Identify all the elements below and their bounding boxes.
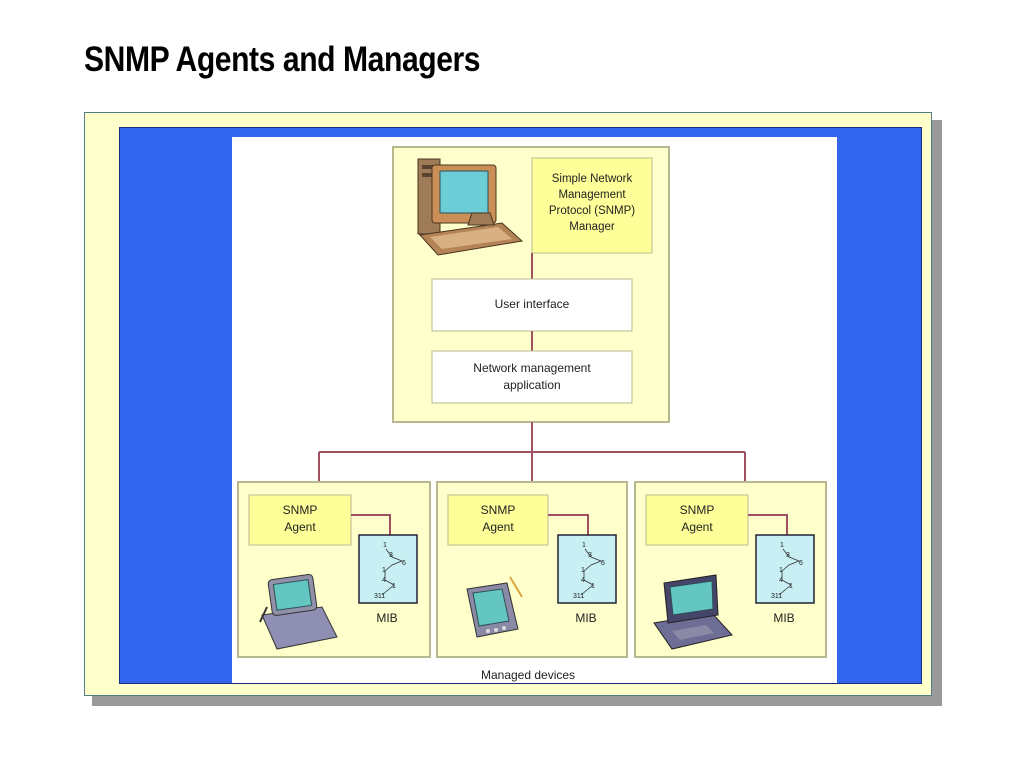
mib-3-icon: 1 3 6 1 4 1 311 bbox=[755, 534, 815, 604]
agent-2-line-2: Agent bbox=[482, 520, 514, 534]
svg-text:1: 1 bbox=[582, 542, 586, 549]
agent-1-line-2: Agent bbox=[284, 520, 316, 534]
agent-3-line-2: Agent bbox=[681, 520, 713, 534]
svg-text:1: 1 bbox=[780, 542, 784, 549]
mib-2-label: MIB bbox=[575, 611, 596, 625]
svg-text:4: 4 bbox=[581, 577, 585, 584]
svg-text:6: 6 bbox=[799, 560, 803, 567]
snmp-diagram: Simple Network Management Protocol (SNMP… bbox=[237, 146, 827, 682]
diagram-canvas: Simple Network Management Protocol (SNMP… bbox=[232, 137, 837, 683]
svg-text:4: 4 bbox=[779, 577, 783, 584]
user-interface-label: User interface bbox=[495, 297, 570, 311]
managed-device-3: SNMP Agent 1 3 6 1 4 1 311 MIB bbox=[634, 481, 827, 658]
svg-text:311: 311 bbox=[374, 593, 385, 600]
svg-text:1: 1 bbox=[789, 583, 793, 590]
nm-application-line-1: Network management bbox=[473, 361, 591, 375]
manager-label-box bbox=[531, 157, 653, 254]
user-interface-box bbox=[431, 278, 633, 332]
managed-devices-label: Managed devices bbox=[481, 668, 575, 682]
manager-computer-icon bbox=[417, 158, 524, 256]
mib-3-label: MIB bbox=[773, 611, 794, 625]
tablet-pc-icon bbox=[259, 573, 338, 650]
managed-device-1: SNMP Agent 1 3 6 1 4 1 311 MIB bbox=[237, 481, 431, 658]
agent-2-line-1: SNMP bbox=[481, 503, 516, 517]
svg-text:4: 4 bbox=[382, 577, 386, 584]
svg-text:1: 1 bbox=[581, 567, 585, 574]
agent-3-line-1: SNMP bbox=[680, 503, 715, 517]
manager-label-line-3: Protocol (SNMP) bbox=[549, 205, 635, 217]
manager-label-line-1: Simple Network bbox=[552, 173, 633, 185]
pda-icon bbox=[466, 576, 523, 638]
svg-text:6: 6 bbox=[402, 560, 406, 567]
manager-label-line-4: Manager bbox=[569, 221, 615, 233]
slide-title: SNMP Agents and Managers bbox=[84, 40, 481, 79]
svg-text:1: 1 bbox=[779, 567, 783, 574]
manager-label-line-2: Management bbox=[558, 189, 626, 201]
svg-text:311: 311 bbox=[573, 593, 584, 600]
managed-device-2: SNMP Agent 1 3 6 1 4 1 311 MIB bbox=[436, 481, 628, 658]
agent-1-line-1: SNMP bbox=[283, 503, 318, 517]
mib-1-icon: 1 3 6 1 4 1 311 bbox=[358, 534, 418, 604]
mib-1-label: MIB bbox=[376, 611, 397, 625]
svg-text:1: 1 bbox=[591, 583, 595, 590]
laptop-icon bbox=[653, 574, 733, 650]
nm-application-line-2: application bbox=[503, 378, 560, 392]
svg-text:1: 1 bbox=[383, 542, 387, 549]
nm-application-box bbox=[431, 350, 633, 404]
svg-text:1: 1 bbox=[382, 567, 386, 574]
svg-text:1: 1 bbox=[392, 583, 396, 590]
mib-2-icon: 1 3 6 1 4 1 311 bbox=[557, 534, 617, 604]
svg-text:6: 6 bbox=[601, 560, 605, 567]
svg-text:311: 311 bbox=[771, 593, 782, 600]
network-connectors bbox=[318, 422, 746, 482]
